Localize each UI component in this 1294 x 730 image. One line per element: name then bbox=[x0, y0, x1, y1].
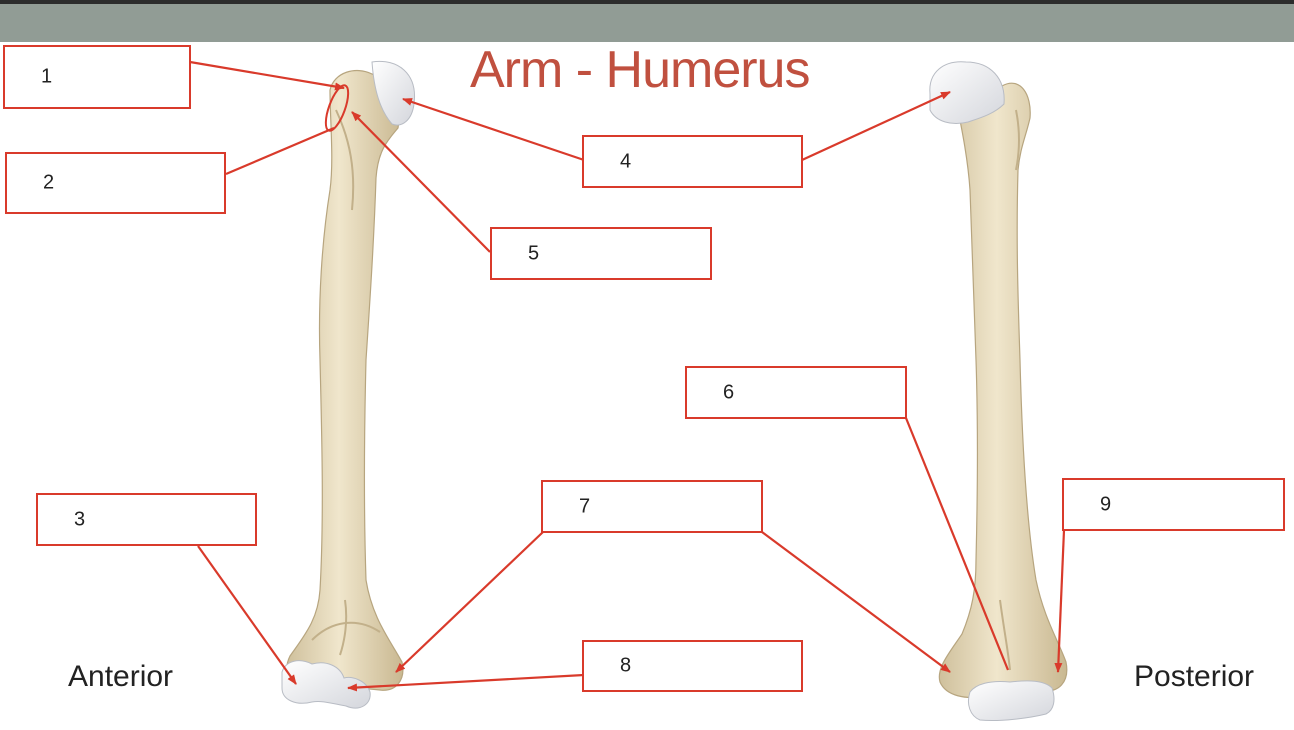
posterior-label: Posterior bbox=[1134, 660, 1255, 693]
leader-line-3 bbox=[197, 545, 297, 685]
label-box-2[interactable]: 2 bbox=[5, 152, 226, 214]
label-number-6: 6 bbox=[723, 381, 735, 403]
label-number-8: 8 bbox=[620, 654, 632, 677]
leader-line-4a bbox=[402, 97, 585, 162]
leader-line-7a bbox=[395, 531, 544, 673]
label-box-7[interactable]: 7 bbox=[541, 480, 763, 533]
label-number-4: 4 bbox=[620, 150, 632, 172]
leader-line-2 bbox=[225, 126, 335, 176]
label-number-2: 2 bbox=[43, 171, 55, 194]
posterior-humerus bbox=[929, 61, 1068, 722]
label-box-1[interactable]: 1 bbox=[3, 45, 191, 109]
label-number-1: 1 bbox=[41, 65, 53, 88]
label-box-6[interactable]: 6 bbox=[685, 366, 907, 419]
label-box-8[interactable]: 8 bbox=[582, 640, 803, 692]
label-number-5: 5 bbox=[528, 242, 540, 264]
label-box-9[interactable]: 9 bbox=[1062, 478, 1285, 531]
page-title: Arm - Humerus bbox=[470, 41, 810, 99]
anterior-label: Anterior bbox=[68, 660, 174, 693]
leader-line-1 bbox=[189, 60, 345, 91]
label-box-5[interactable]: 5 bbox=[490, 227, 712, 280]
header-bar bbox=[0, 0, 1294, 42]
leader-line-6 bbox=[904, 417, 1010, 671]
label-box-3[interactable]: 3 bbox=[36, 493, 257, 546]
label-number-9: 9 bbox=[1100, 493, 1112, 515]
label-box-4[interactable]: 4 bbox=[582, 135, 803, 188]
leader-line-9 bbox=[1054, 529, 1066, 673]
leader-line-8 bbox=[347, 673, 585, 692]
leader-line-5 bbox=[351, 111, 491, 253]
leader-line-7b bbox=[761, 531, 951, 673]
label-number-3: 3 bbox=[74, 508, 86, 530]
anterior-humerus bbox=[281, 60, 415, 709]
label-number-7: 7 bbox=[579, 495, 591, 517]
leader-lines bbox=[189, 60, 1066, 692]
leader-line-4b bbox=[801, 91, 951, 161]
